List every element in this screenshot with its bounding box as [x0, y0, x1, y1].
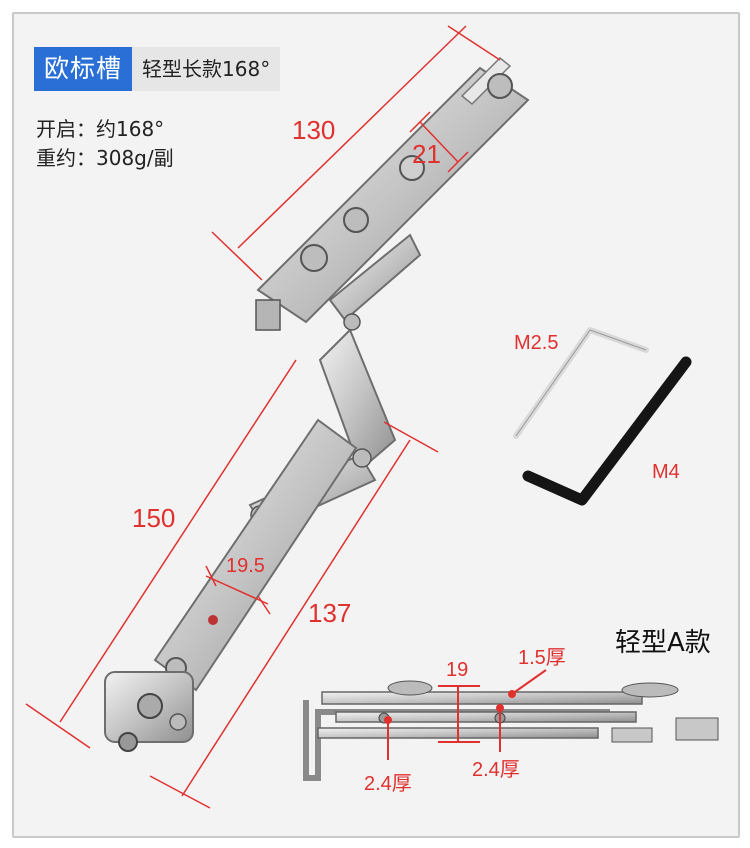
- badge-main: 欧标槽: [34, 47, 133, 91]
- dim-slot-width: 21: [412, 139, 441, 169]
- variant-dimension-lines: [384, 669, 547, 760]
- variant-thickness-left: 2.4厚: [364, 773, 412, 795]
- variant-title: 轻型A款: [615, 628, 711, 658]
- product-badge: 欧标槽 轻型长款168°: [34, 47, 281, 91]
- allen-key-small: [513, 327, 649, 439]
- dimension-lines: [25, 25, 501, 809]
- variant-thickness-right: 2.4厚: [472, 759, 520, 781]
- dim-top-length: 130: [292, 115, 335, 145]
- spec-weight: 重约：308g/副: [36, 146, 174, 170]
- badge-sub: 轻型长款168°: [132, 47, 281, 91]
- tool-label-small: M2.5: [514, 332, 558, 354]
- tool-label-large: M4: [652, 461, 680, 483]
- allen-key-large: [522, 356, 692, 506]
- dim-arm-width: 19.5: [226, 555, 265, 577]
- upper-strap: [255, 56, 530, 331]
- spec-opening: 开启：约168°: [36, 117, 165, 141]
- lower-strap: [104, 418, 358, 752]
- dim-arm-length: 150: [132, 503, 175, 533]
- dim-bottom-length: 137: [308, 598, 351, 628]
- variant-gap: 19: [446, 659, 468, 681]
- variant-thickness-top: 1.5厚: [518, 647, 566, 669]
